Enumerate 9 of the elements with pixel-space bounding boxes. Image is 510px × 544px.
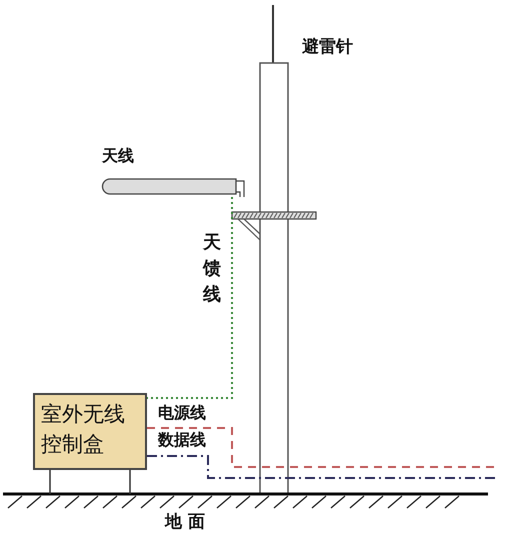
- rod-label: 避雷针: [302, 38, 353, 58]
- control-box: 室外无线控制盒: [33, 393, 147, 470]
- edge-label: 电源线: [158, 404, 206, 422]
- cable-line: [147, 427, 495, 468]
- cable-line: [147, 455, 495, 479]
- antenna-label: 天线: [102, 147, 134, 166]
- ground-label: 地 面: [165, 513, 205, 533]
- feeder-cable: [147, 197, 233, 399]
- edge-label: 数据线: [158, 431, 206, 450]
